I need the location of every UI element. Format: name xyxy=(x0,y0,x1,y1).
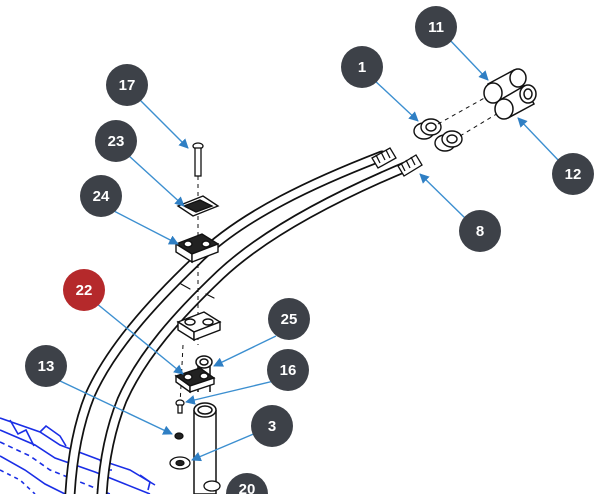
leader-11 xyxy=(447,37,489,81)
svg-text:25: 25 xyxy=(281,311,298,328)
callout-25[interactable]: 25 xyxy=(268,298,310,340)
flat-washer xyxy=(169,456,191,470)
callout-12[interactable]: 12 xyxy=(552,153,594,195)
callout-3[interactable]: 3 xyxy=(251,405,293,447)
small-bolt xyxy=(175,399,185,414)
bottom-fitting xyxy=(203,480,221,492)
leader-17 xyxy=(137,97,189,149)
leader-3 xyxy=(191,432,257,462)
callout-16[interactable]: 16 xyxy=(267,349,309,391)
adapter-fittings xyxy=(413,118,463,152)
callout-8[interactable]: 8 xyxy=(459,210,501,252)
leader-12 xyxy=(517,117,561,163)
lock-washer xyxy=(174,432,184,440)
leader-13 xyxy=(57,379,173,435)
svg-text:12: 12 xyxy=(565,166,582,183)
svg-text:1: 1 xyxy=(358,59,366,76)
clamp-block-lower xyxy=(176,311,222,342)
callout-11[interactable]: 11 xyxy=(415,6,457,48)
svg-text:22: 22 xyxy=(76,282,93,299)
svg-text:3: 3 xyxy=(268,418,276,435)
callout-1[interactable]: 1 xyxy=(341,46,383,88)
mounting-plate xyxy=(174,367,216,394)
clamp-block-upper xyxy=(174,233,220,264)
callout-badges: 17 23 24 22 13 25 16 3 xyxy=(25,6,594,494)
leader-1 xyxy=(372,78,419,122)
leader-23 xyxy=(127,154,185,207)
support-column xyxy=(193,355,217,494)
callout-20[interactable]: 20 xyxy=(226,473,268,494)
leader-24 xyxy=(111,209,179,245)
callout-22[interactable]: 22 xyxy=(63,269,105,311)
hydraulic-hoses xyxy=(64,150,416,494)
callout-13[interactable]: 13 xyxy=(25,345,67,387)
leader-22 xyxy=(95,302,184,375)
svg-text:24: 24 xyxy=(93,188,110,205)
leader-8 xyxy=(419,173,467,220)
svg-text:8: 8 xyxy=(476,223,484,240)
callout-24[interactable]: 24 xyxy=(80,175,122,217)
leader-25 xyxy=(213,335,277,367)
svg-text:17: 17 xyxy=(119,77,136,94)
svg-text:16: 16 xyxy=(280,362,297,379)
clamp-plate xyxy=(176,195,220,217)
quick-couplers xyxy=(483,68,537,120)
svg-text:11: 11 xyxy=(428,19,444,36)
bolt xyxy=(192,142,204,177)
svg-text:23: 23 xyxy=(108,133,125,150)
leader-lines xyxy=(57,37,561,462)
hose-end-fittings xyxy=(371,147,423,177)
svg-text:20: 20 xyxy=(239,481,256,494)
callout-17[interactable]: 17 xyxy=(106,64,148,106)
svg-text:13: 13 xyxy=(38,358,55,375)
leader-16 xyxy=(185,380,275,405)
callout-23[interactable]: 23 xyxy=(95,120,137,162)
